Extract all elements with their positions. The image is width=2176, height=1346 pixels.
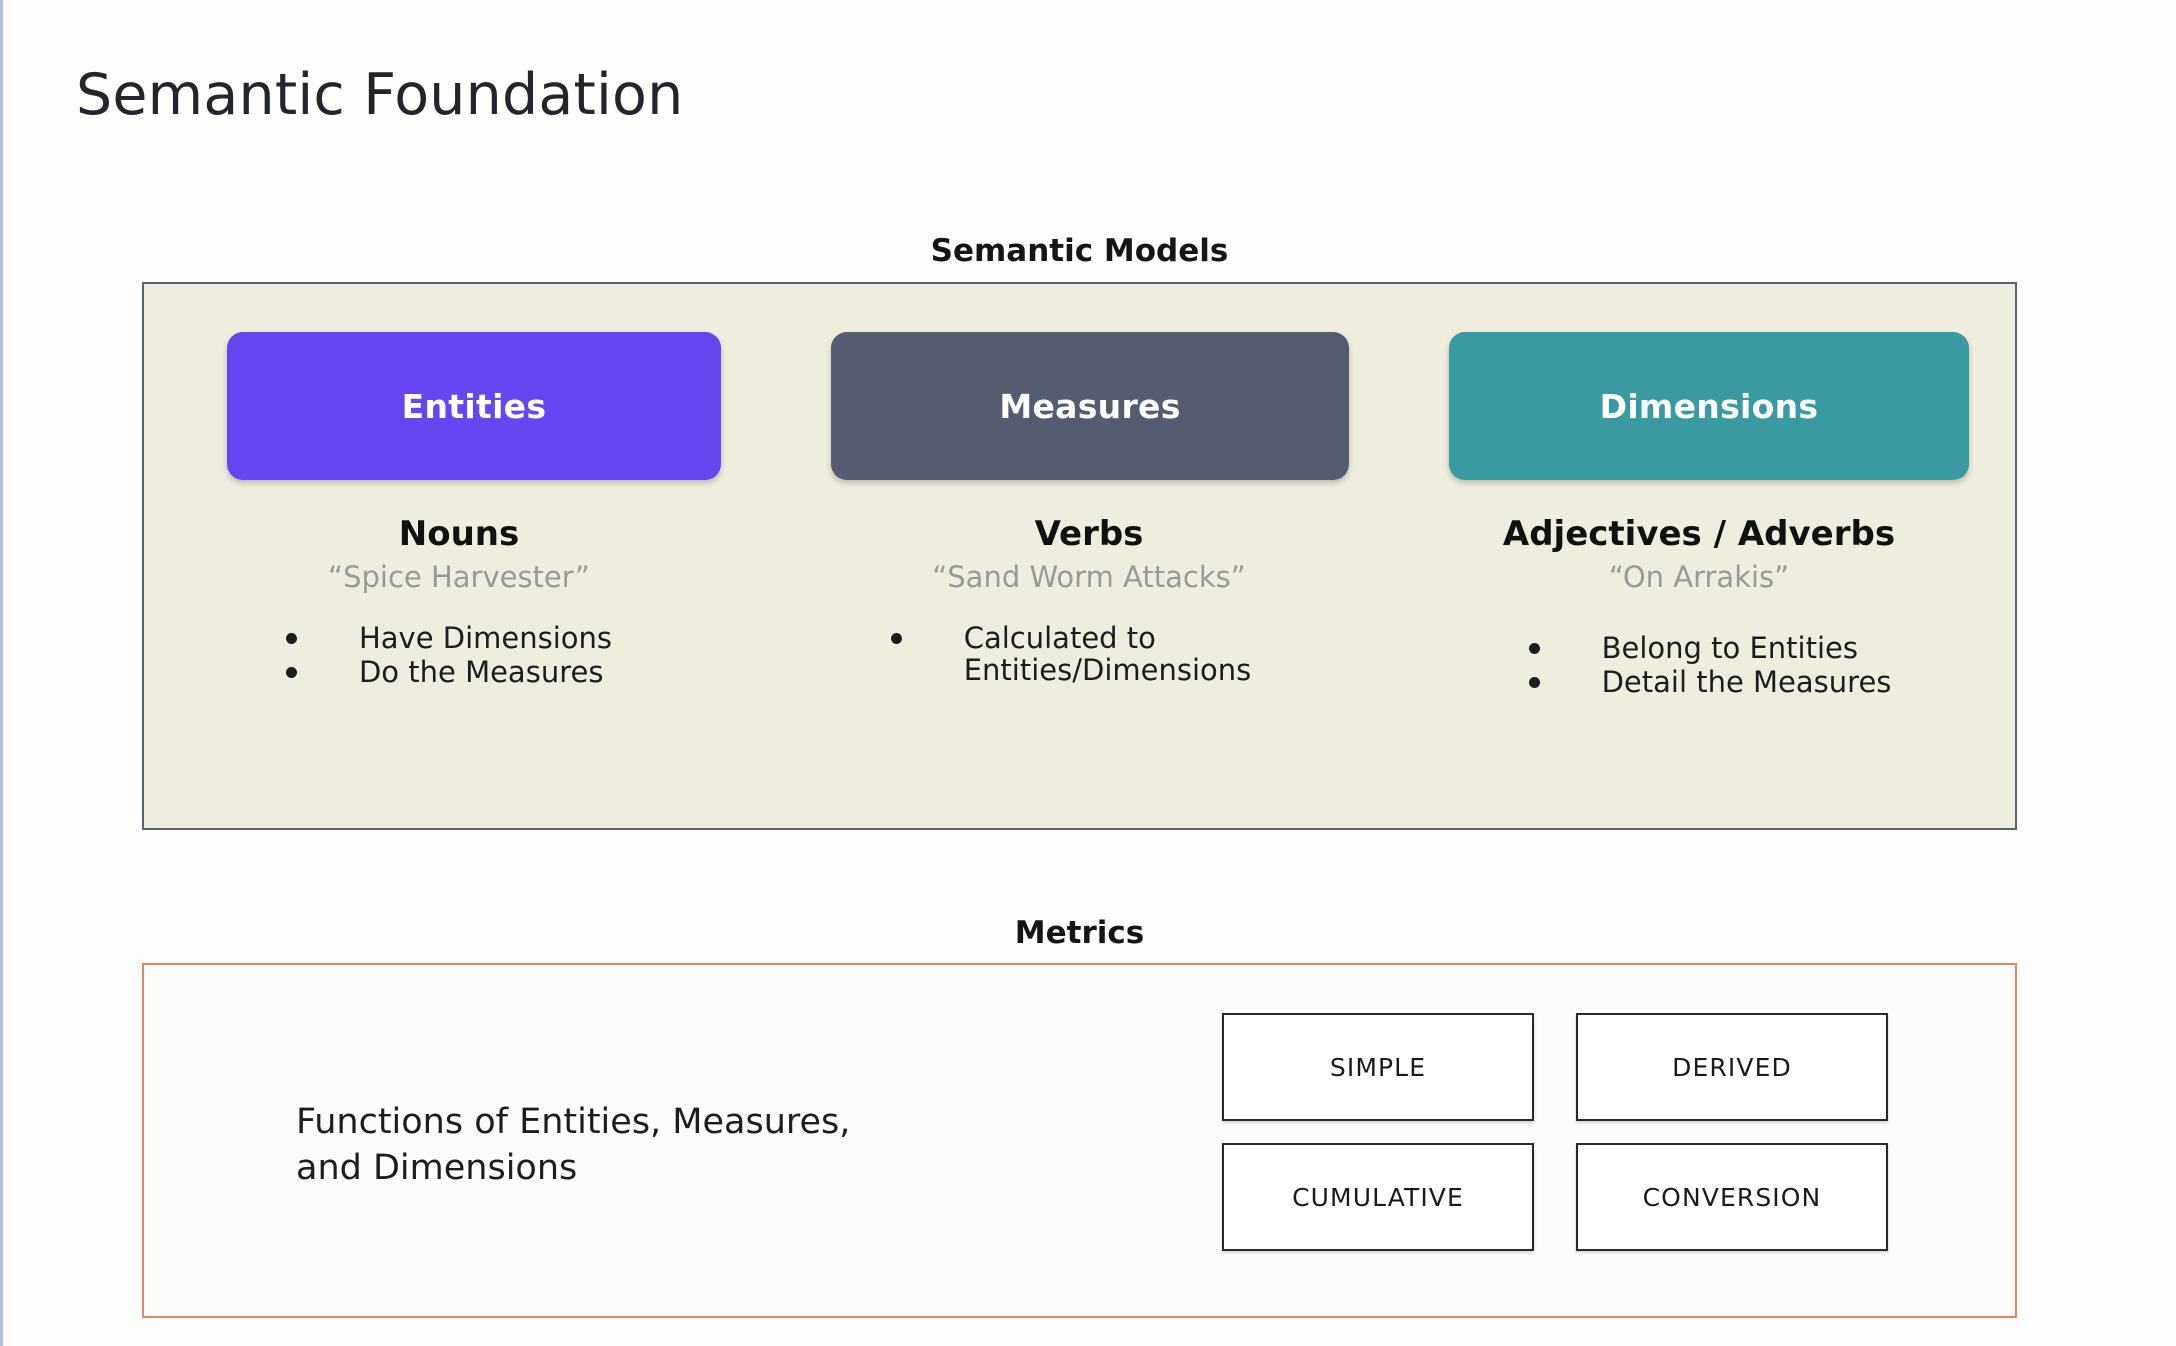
dimensions-example: “On Arrakis”: [1608, 560, 1790, 594]
list-item-label: Belong to Entities: [1601, 631, 1858, 665]
metrics-panel: Functions of Entities, Measures, and Dim…: [142, 963, 2017, 1318]
bullet-dot-icon: [1528, 677, 1540, 689]
list-item-label: Have Dimensions: [358, 621, 613, 655]
dimensions-card[interactable]: Dimensions: [1449, 332, 1969, 480]
semantic-column-measures: Measures Verbs “Sand Worm Attacks” Calcu…: [809, 284, 1369, 689]
semantic-models-panel: Entities Nouns “Spice Harvester” Have Di…: [142, 282, 2017, 830]
entities-bullet-list: Have Dimensions Do the Measures: [285, 621, 613, 691]
list-item: Calculated to Entities/Dimensions: [890, 621, 1252, 688]
measures-example: “Sand Worm Attacks”: [932, 560, 1246, 594]
list-item: Detail the Measures: [1528, 665, 1892, 700]
semantic-column-entities: Entities Nouns “Spice Harvester” Have Di…: [179, 284, 739, 691]
page-title: Semantic Foundation: [76, 62, 684, 128]
list-item: Belong to Entities: [1528, 631, 1892, 665]
entities-card[interactable]: Entities: [227, 332, 721, 480]
bullet-dot-icon: [1528, 643, 1540, 654]
metric-box-simple[interactable]: SIMPLE: [1222, 1013, 1534, 1121]
bullet-dot-icon: [285, 667, 297, 679]
bullet-dot-icon: [890, 633, 902, 644]
list-item-label: Calculated to Entities/Dimensions: [963, 621, 1252, 688]
list-item: Do the Measures: [285, 655, 612, 690]
left-edge-strip: [0, 0, 3, 1346]
metric-type-grid: SIMPLE DERIVED CUMULATIVE CONVERSION: [1222, 1013, 1902, 1273]
metric-box-derived[interactable]: DERIVED: [1576, 1013, 1888, 1121]
entities-example: “Spice Harvester”: [328, 560, 590, 594]
dimensions-part-of-speech: Adjectives / Adverbs: [1502, 514, 1896, 554]
measures-part-of-speech: Verbs: [1034, 514, 1144, 554]
metric-type-row: CUMULATIVE CONVERSION: [1222, 1143, 1902, 1251]
list-item: Have Dimensions: [285, 621, 613, 655]
entities-part-of-speech: Nouns: [398, 514, 520, 554]
measures-bullet-list: Calculated to Entities/Dimensions: [890, 621, 1252, 689]
metrics-description: Functions of Entities, Measures, and Dim…: [296, 1102, 851, 1188]
metric-box-conversion[interactable]: CONVERSION: [1576, 1143, 1888, 1251]
list-item-label: Do the Measures: [358, 655, 604, 690]
metric-type-row: SIMPLE DERIVED: [1222, 1013, 1902, 1121]
metrics-heading: Metrics: [1014, 915, 1145, 951]
list-item-label: Detail the Measures: [1601, 665, 1892, 700]
metric-box-cumulative[interactable]: CUMULATIVE: [1222, 1143, 1534, 1251]
semantic-models-heading: Semantic Models: [930, 233, 1229, 269]
measures-card[interactable]: Measures: [831, 332, 1349, 480]
dimensions-bullet-list: Belong to Entities Detail the Measures: [1528, 631, 1892, 701]
semantic-column-dimensions: Dimensions Adjectives / Adverbs “On Arra…: [1419, 284, 1979, 701]
bullet-dot-icon: [285, 633, 297, 644]
